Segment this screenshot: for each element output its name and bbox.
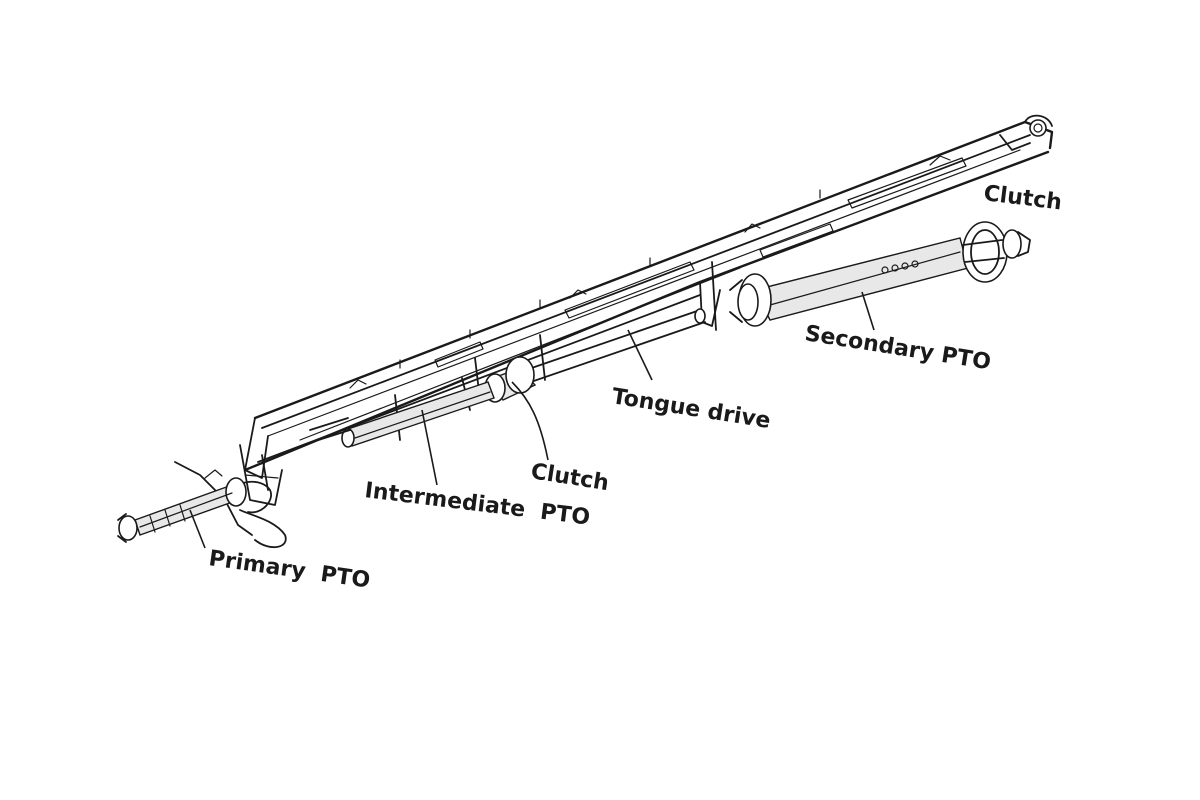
secondary-pto-shaft bbox=[729, 221, 1031, 327]
label-secondary-pto: Secondary PTO bbox=[803, 321, 992, 375]
tongue-drive-shaft bbox=[519, 308, 706, 385]
label-clutch-top: Clutch bbox=[982, 181, 1063, 215]
leader-primary-pto bbox=[189, 509, 206, 549]
tongue-frame bbox=[243, 114, 1054, 479]
intermediate-pto-shaft bbox=[309, 381, 495, 448]
label-primary-pto: Primary PTO bbox=[207, 546, 372, 593]
frame-ticks bbox=[349, 155, 951, 389]
leader-clutch-mid bbox=[511, 381, 549, 461]
leader-intermediate-pto bbox=[421, 409, 438, 486]
primary-pto-shaft bbox=[117, 477, 247, 543]
leader-tongue-drive bbox=[627, 329, 653, 381]
leader-lines bbox=[189, 291, 875, 549]
label-clutch-mid: Clutch bbox=[529, 459, 611, 496]
label-tongue-drive: Tongue drive bbox=[610, 384, 772, 434]
leader-secondary-pto bbox=[861, 291, 875, 331]
